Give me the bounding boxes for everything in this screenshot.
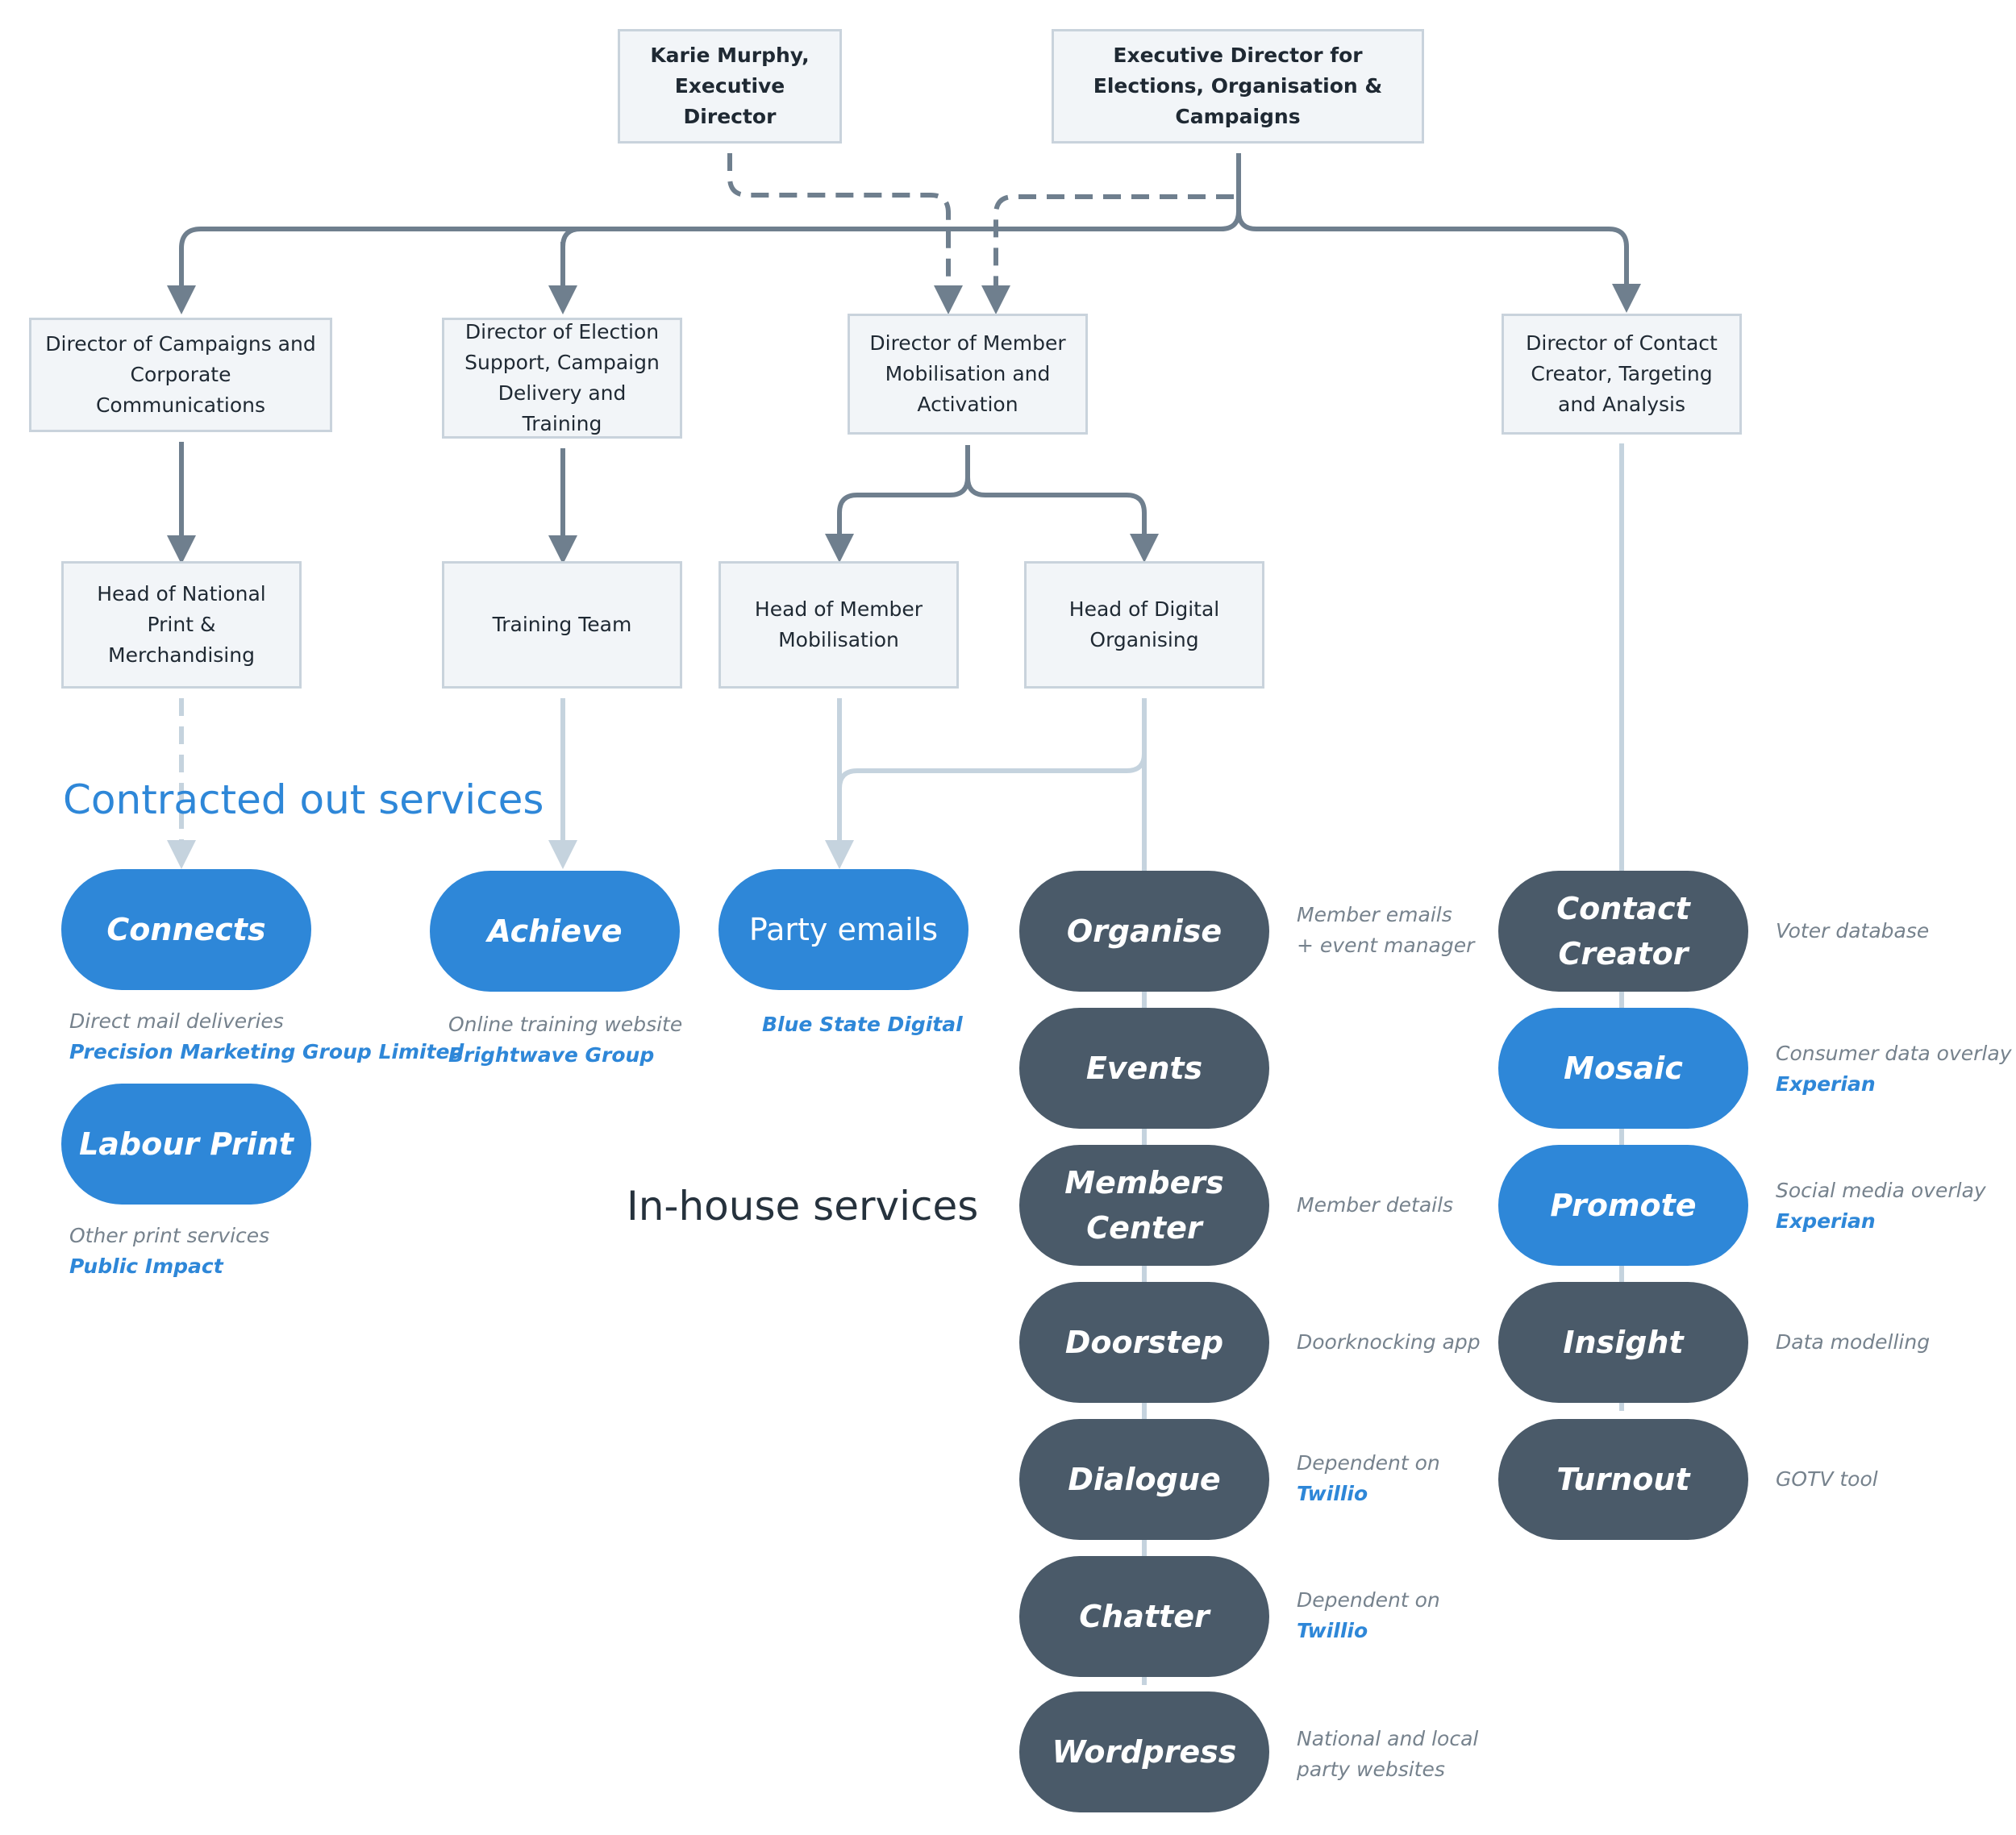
contact-creator-note: Voter database bbox=[1776, 919, 1930, 942]
labour-print-vendor: Public Impact bbox=[69, 1255, 223, 1278]
members-center-label-1: Members bbox=[1064, 1165, 1224, 1200]
wordpress-note-1: National and local bbox=[1297, 1727, 1479, 1750]
members-center-label-2: Center bbox=[1086, 1210, 1202, 1246]
executive-director-elections-box: Executive Director for Elections, Organi… bbox=[1052, 29, 1424, 144]
connects-note: Direct mail deliveries bbox=[69, 1009, 284, 1033]
executive-director-box: Karie Murphy, Executive Director bbox=[618, 29, 842, 144]
director-contact-creator-box: Director of Contact Creator, Targeting a… bbox=[1502, 314, 1742, 435]
events-pill: Events bbox=[1019, 1008, 1269, 1129]
training-team-box: Training Team bbox=[442, 561, 682, 689]
doorstep-note: Doorknocking app bbox=[1297, 1330, 1481, 1354]
mosaic-note: Consumer data overlay bbox=[1776, 1042, 2012, 1065]
dialogue-note: Dependent on bbox=[1297, 1451, 1440, 1475]
dialogue-vendor: Twillio bbox=[1297, 1482, 1368, 1505]
inhouse-services-heading: In-house services bbox=[627, 1183, 979, 1230]
connects-pill: Connects bbox=[61, 869, 311, 990]
connects-vendor: Precision Marketing Group Limited bbox=[69, 1040, 464, 1063]
turnout-pill: Turnout bbox=[1498, 1419, 1748, 1540]
labour-print-pill: Labour Print bbox=[61, 1084, 311, 1205]
labour-print-note: Other print services bbox=[69, 1224, 270, 1247]
members-center-note: Member details bbox=[1297, 1193, 1454, 1217]
insight-note: Data modelling bbox=[1776, 1330, 1931, 1354]
chatter-pill: Chatter bbox=[1019, 1556, 1269, 1677]
contracted-services-heading: Contracted out services bbox=[63, 776, 544, 823]
party-emails-pill: Party emails bbox=[719, 869, 968, 990]
director-member-mobilisation-box: Director of Member Mobilisation and Acti… bbox=[848, 314, 1088, 435]
organise-pill: Organise bbox=[1019, 871, 1269, 992]
contact-creator-label-1: Contact bbox=[1556, 891, 1690, 926]
organise-note-2: + event manager bbox=[1297, 934, 1475, 957]
promote-vendor: Experian bbox=[1776, 1209, 1876, 1233]
achieve-note: Online training website bbox=[448, 1013, 683, 1036]
head-national-print-box: Head of National Print & Merchandising bbox=[61, 561, 302, 689]
members-center-pill: Members Center bbox=[1019, 1145, 1269, 1266]
contact-creator-label-2: Creator bbox=[1558, 936, 1689, 972]
promote-note: Social media overlay bbox=[1776, 1179, 1986, 1202]
director-election-support-box: Director of Election Support, Campaign D… bbox=[442, 318, 682, 439]
head-digital-organising-box: Head of Digital Organising bbox=[1024, 561, 1264, 689]
mosaic-vendor: Experian bbox=[1776, 1072, 1876, 1096]
contact-creator-pill: Contact Creator bbox=[1498, 871, 1748, 992]
wordpress-note-2: party websites bbox=[1297, 1758, 1445, 1781]
dialogue-pill: Dialogue bbox=[1019, 1419, 1269, 1540]
director-campaigns-box: Director of Campaigns and Corporate Comm… bbox=[29, 318, 332, 432]
achieve-vendor: Brightwave Group bbox=[448, 1043, 655, 1067]
mosaic-pill: Mosaic bbox=[1498, 1008, 1748, 1129]
party-emails-vendor: Blue State Digital bbox=[762, 1013, 963, 1036]
achieve-pill: Achieve bbox=[430, 871, 680, 992]
doorstep-pill: Doorstep bbox=[1019, 1282, 1269, 1403]
promote-pill: Promote bbox=[1498, 1145, 1748, 1266]
chatter-vendor: Twillio bbox=[1297, 1619, 1368, 1642]
head-member-mobilisation-box: Head of Member Mobilisation bbox=[719, 561, 959, 689]
organise-note-1: Member emails bbox=[1297, 903, 1452, 926]
wordpress-pill: Wordpress bbox=[1019, 1691, 1269, 1812]
insight-pill: Insight bbox=[1498, 1282, 1748, 1403]
chatter-note: Dependent on bbox=[1297, 1588, 1440, 1612]
turnout-note: GOTV tool bbox=[1776, 1467, 1878, 1491]
